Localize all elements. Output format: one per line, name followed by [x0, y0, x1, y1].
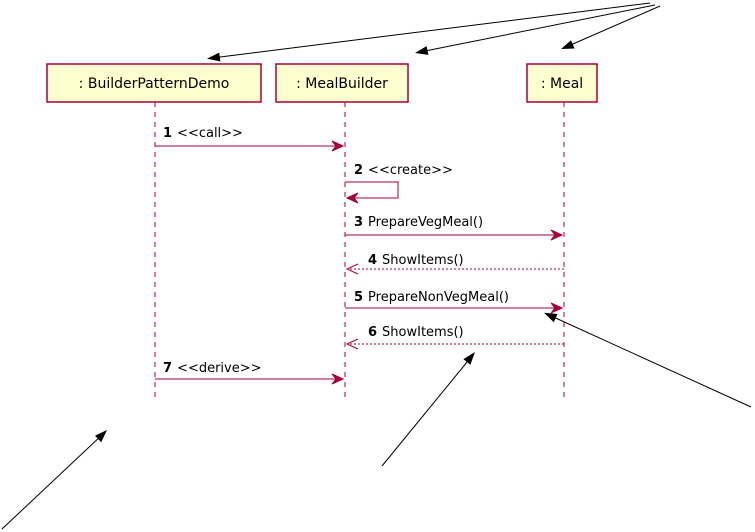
participant-label: : BuilderPatternDemo: [79, 76, 230, 92]
participant-meal: : Meal: [526, 63, 598, 103]
message-7: 7<<derive>>: [155, 361, 345, 385]
participant-builder-pattern-demo: : BuilderPatternDemo: [46, 63, 262, 103]
annotation-arrow-to-demo: [207, 2, 651, 62]
message-2: 2<<create>>: [345, 163, 453, 204]
message-label: 1<<call>>: [163, 126, 243, 141]
annotation-arrow-to-builder: [415, 4, 656, 55]
message-1: 1<<call>>: [155, 126, 345, 152]
annotation-arrow-to-message-5: [544, 312, 752, 408]
annotation-arrow-to-lower-left: [1, 430, 107, 530]
participant-label: : MealBuilder: [296, 76, 388, 92]
message-label: 7<<derive>>: [163, 361, 262, 376]
message-label: 2<<create>>: [354, 163, 453, 178]
annotation-arrow-to-message-6: [381, 352, 475, 467]
participant-label: : Meal: [541, 76, 583, 92]
participant-meal-builder: : MealBuilder: [275, 63, 409, 103]
annotation-arrow-to-meal: [561, 5, 661, 49]
